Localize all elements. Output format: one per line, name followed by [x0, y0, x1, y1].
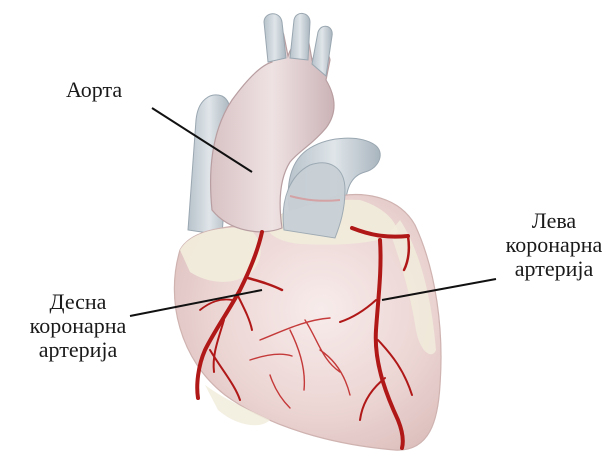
left-common-carotid — [290, 13, 310, 60]
label-right-line-2: коронарна — [8, 314, 148, 338]
label-left-line-2: коронарна — [494, 233, 614, 257]
brachiocephalic-trunk — [264, 14, 286, 62]
label-left-line-3: артерија — [494, 257, 614, 281]
label-right-coronary-artery: Десна коронарна артерија — [8, 290, 148, 362]
label-left-line-1: Лева — [494, 209, 614, 233]
label-right-line-1: Десна — [8, 290, 148, 314]
label-left-coronary-artery: Лева коронарна артерија — [494, 209, 614, 281]
label-aorta-text: Аорта — [66, 78, 122, 102]
label-right-line-3: артерија — [8, 338, 148, 362]
label-aorta: Аорта — [66, 78, 122, 102]
